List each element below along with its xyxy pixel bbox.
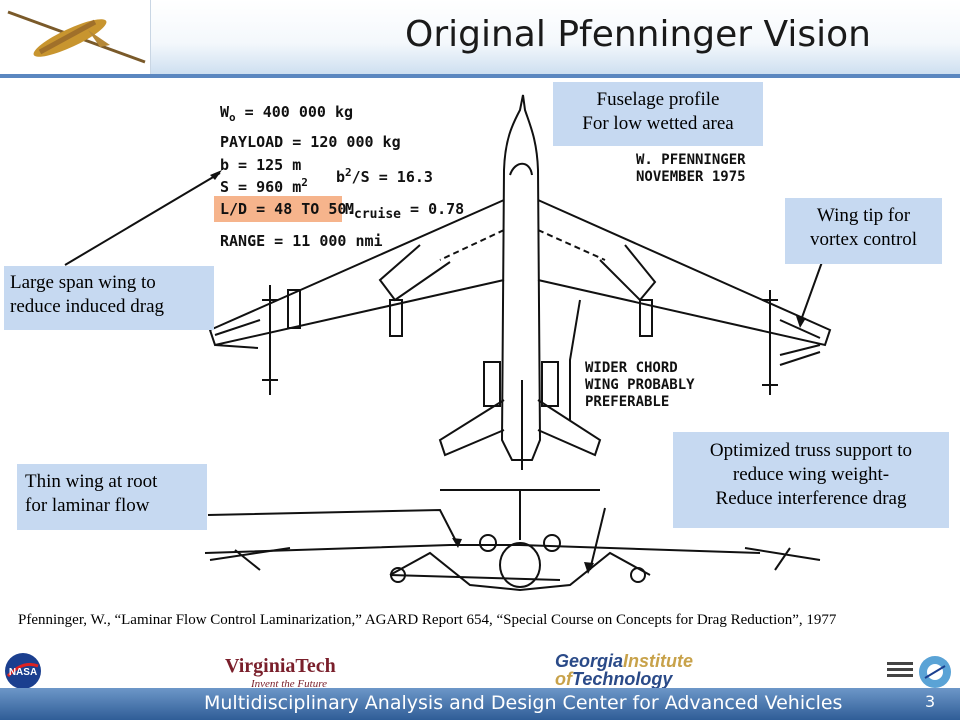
spec-range: RANGE = 11 000 nmi — [220, 232, 383, 250]
spec-mach: Mcruise = 0.78 — [345, 200, 465, 222]
footer-bar — [0, 688, 960, 720]
svg-text:NASA: NASA — [9, 667, 37, 678]
spec-aspect-ratio: b2/S = 16.3 — [336, 166, 433, 186]
footer-title: Multidisciplinary Analysis and Design Ce… — [204, 692, 843, 714]
slide-header — [0, 0, 960, 78]
virginia-tech-logo: VirginiaTech Invent the Future — [225, 655, 336, 690]
page-number: 3 — [925, 692, 936, 711]
header-rule — [0, 74, 960, 78]
aircraft-drawing — [64, 94, 832, 592]
spec-lift-drag: L/D = 48 TO 50. — [220, 200, 356, 218]
ld-highlight — [214, 196, 342, 222]
spec-area: S = 960 m2 — [220, 176, 308, 196]
nasa-logo: NASA — [4, 652, 42, 690]
page-title: Original Pfenninger Vision — [405, 14, 871, 55]
spec-span: b = 125 m — [220, 156, 302, 174]
spec-weight: Wo = 400 000 kg — [220, 103, 354, 124]
spec-payload: PAYLOAD = 120 000 kg — [220, 133, 401, 151]
georgia-tech-logo: GeorgiaInstitute ofTechnology — [555, 651, 694, 689]
nia-logo — [885, 652, 953, 692]
glider-logo — [0, 0, 151, 74]
reference-citation: Pfenninger, W., “Laminar Flow Control La… — [18, 612, 837, 628]
